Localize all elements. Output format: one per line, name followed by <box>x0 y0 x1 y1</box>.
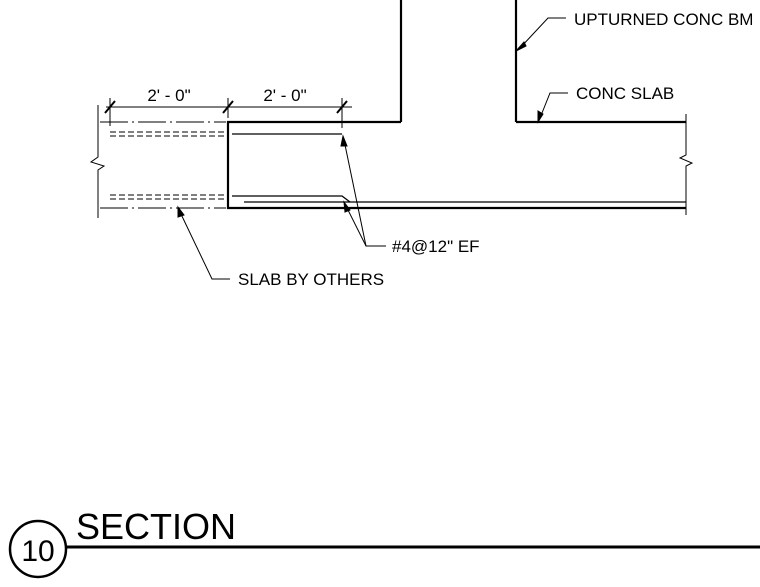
rebar-note: #4@12" EF <box>392 237 480 256</box>
upturned-beam-outline <box>399 0 518 122</box>
left-break-line <box>89 105 106 218</box>
dimension-right: 2' - 0" <box>263 86 306 105</box>
dimension-left: 2' - 0" <box>147 86 190 105</box>
leader-slab-by-others <box>177 205 230 280</box>
leader-rebar <box>340 134 386 247</box>
section-title: SECTION <box>76 506 236 547</box>
leader-upturned-beam <box>515 17 566 52</box>
conc-slab-note: CONC SLAB <box>576 84 674 103</box>
slab-by-others-phantom <box>100 121 226 209</box>
slab-outline <box>226 120 686 210</box>
leader-conc-slab <box>537 92 568 124</box>
section-number: 10 <box>21 535 54 568</box>
rebar-bars <box>232 133 686 203</box>
upturned-beam-note: UPTURNED CONC BM <box>574 10 753 29</box>
dimension-line <box>104 98 352 128</box>
right-break-line <box>678 114 694 215</box>
slab-by-others-note: SLAB BY OTHERS <box>238 270 384 289</box>
dashed-rebar-extension <box>110 131 226 200</box>
section-number-circle <box>8 519 68 579</box>
